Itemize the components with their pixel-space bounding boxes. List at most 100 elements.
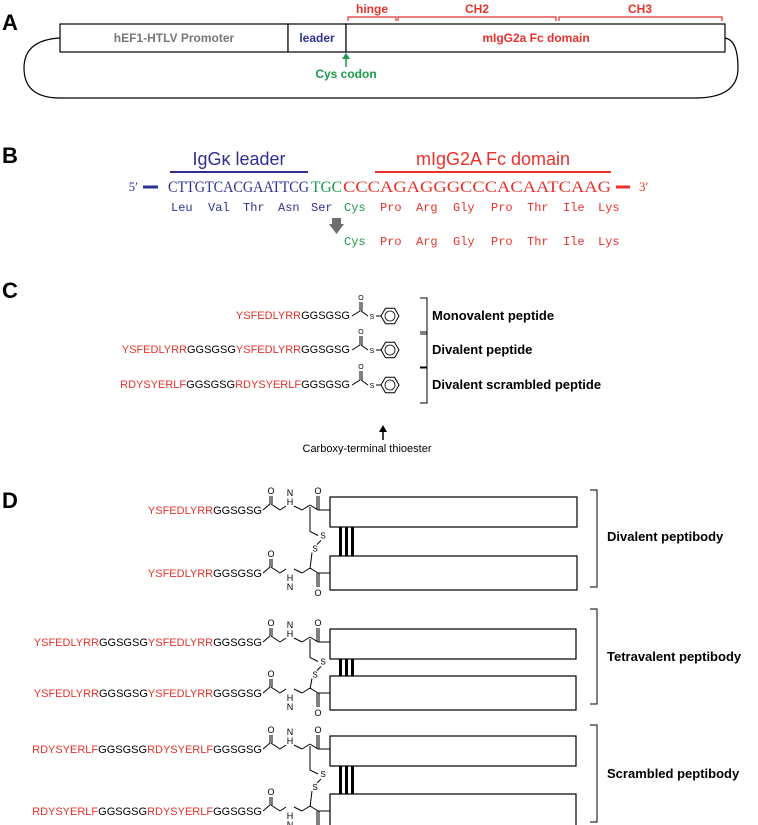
bond: [301, 687, 311, 694]
bond: [262, 635, 271, 643]
processed-row: Cys Pro Arg Gly Pro Thr Ile Lys: [344, 235, 620, 249]
ch2-label: CH2: [465, 2, 489, 16]
peptide-sequence: RDYSYERLFGGSGSGRDYSYERLFGGSGSG: [120, 379, 350, 391]
peptibody-sequence-segment-0: YSFEDLYRR: [148, 505, 213, 517]
peptibody-sequence: YSFEDLYRRGGSGSGYSFEDLYRRGGSGSG: [34, 688, 262, 700]
fc-chain-box: [329, 496, 578, 528]
hinge-disulfide-bar: [345, 659, 348, 676]
peptibody-sequence-segment-0: RDYSYERLF: [32, 806, 98, 818]
aa-leader-1: Leu: [171, 201, 193, 215]
bond: [279, 637, 287, 643]
peptibody-name: Divalent peptibody: [607, 529, 724, 544]
aa-leader-4: Asn: [278, 201, 300, 215]
nitrogen-atom: H: [287, 736, 294, 746]
three-prime-label: 3′: [639, 179, 649, 194]
peptide-bracket: [420, 331, 428, 369]
bond: [279, 505, 287, 511]
fc-chain-box: [329, 675, 577, 711]
peptibody-sequence-segment-1: GGSGSG: [213, 568, 262, 580]
bond: [293, 806, 303, 812]
peptibody-sequence-segment-1: GGSGSG: [98, 744, 147, 756]
sulfur-atom: S: [312, 783, 317, 792]
bond: [301, 504, 311, 511]
bond: [270, 686, 281, 694]
fc-header: mIgG2A Fc domain: [416, 149, 570, 169]
cleaved-cys: Cys: [344, 235, 366, 249]
leader-label: leader: [299, 31, 335, 45]
bond: [262, 742, 271, 750]
peptibody-sequence-segment-2: RDYSYERLF: [147, 806, 213, 818]
oxygen-atom: O: [314, 486, 321, 496]
aa-leader-2: Val: [208, 201, 230, 215]
peptide-sequence-segment-1: GGSGSG: [186, 379, 235, 391]
panel-b-label: B: [2, 143, 18, 168]
panel-d-label: D: [2, 488, 18, 513]
peptide-name: Divalent scrambled peptide: [432, 377, 601, 392]
sulfur-atom: S: [320, 770, 325, 779]
bond: [279, 744, 287, 750]
nitrogen-atom: N: [287, 820, 294, 825]
sulfur-atom: S: [312, 671, 317, 680]
nitrogen-atom: N: [287, 620, 294, 630]
thioester-label: Carboxy-terminal thioester: [303, 443, 432, 455]
oxygen-atom: O: [358, 364, 364, 371]
sulfur-atom: S: [370, 348, 375, 355]
thioester-arrowhead-icon: [379, 425, 387, 432]
aa-fc-7: Lys: [598, 201, 620, 215]
bond: [262, 804, 271, 812]
bond: [309, 687, 319, 694]
nitrogen-atom: H: [287, 811, 294, 821]
oxygen-atom: O: [267, 618, 274, 628]
fc-chain-box: [329, 628, 577, 660]
peptibody-sequence-segment-0: YSFEDLYRR: [34, 688, 99, 700]
peptibody-bracket: [590, 489, 598, 588]
cys-sidechain: [309, 507, 319, 536]
nitrogen-atom: N: [287, 702, 294, 712]
disulfide-bond: [316, 540, 322, 545]
bond: [262, 686, 271, 694]
aromatic-circle: [384, 310, 396, 322]
bond: [293, 688, 303, 694]
peptibody-bracket: [590, 608, 598, 705]
cys-sidechain: [309, 639, 319, 662]
aa-fc-3: Gly: [453, 201, 475, 215]
cleaved-aa-2: Arg: [416, 235, 438, 249]
peptibody-sequence-segment-3: GGSGSG: [213, 637, 262, 649]
peptibody-sequence: YSFEDLYRRGGSGSG: [148, 505, 262, 517]
bond: [360, 344, 369, 351]
peptibody-sequence-segment-2: YSFEDLYRR: [148, 688, 213, 700]
panel-c-label: C: [2, 278, 18, 303]
plasmid-backbone: [23, 37, 739, 99]
bond: [301, 636, 311, 643]
nitrogen-atom: H: [287, 629, 294, 639]
peptibody-sequence: RDYSYERLFGGSGSGRDYSYERLFGGSGSG: [32, 806, 262, 818]
oxygen-atom: O: [314, 725, 321, 735]
bond: [293, 744, 303, 750]
peptide-sequence-segment-1: GGSGSG: [301, 310, 350, 322]
peptide-sequence-segment-1: GGSGSG: [187, 344, 236, 356]
bond: [262, 566, 271, 574]
oxygen-atom: O: [314, 618, 321, 628]
fc-chain-box: [329, 555, 578, 591]
ch3-bracket: [558, 16, 723, 21]
leader-dna-seq: CTTGTCACGAATTCG: [168, 179, 309, 196]
bond: [270, 742, 281, 750]
sulfur-atom: S: [320, 658, 325, 667]
peptibody-sequence-segment-1: GGSGSG: [213, 505, 262, 517]
bond: [309, 805, 319, 812]
cleaved-aa-4: Pro: [491, 235, 513, 249]
oxygen-atom: O: [267, 549, 274, 559]
disulfide-bond: [316, 666, 322, 671]
peptibody-sequence-segment-2: RDYSYERLF: [147, 744, 213, 756]
bond: [293, 568, 303, 574]
nitrogen-atom: H: [287, 573, 294, 583]
sulfur-atom: S: [370, 314, 375, 321]
ch2-bracket: [397, 16, 557, 21]
peptide-bracket: [420, 297, 428, 335]
peptibody-name: Tetravalent peptibody: [607, 649, 742, 664]
